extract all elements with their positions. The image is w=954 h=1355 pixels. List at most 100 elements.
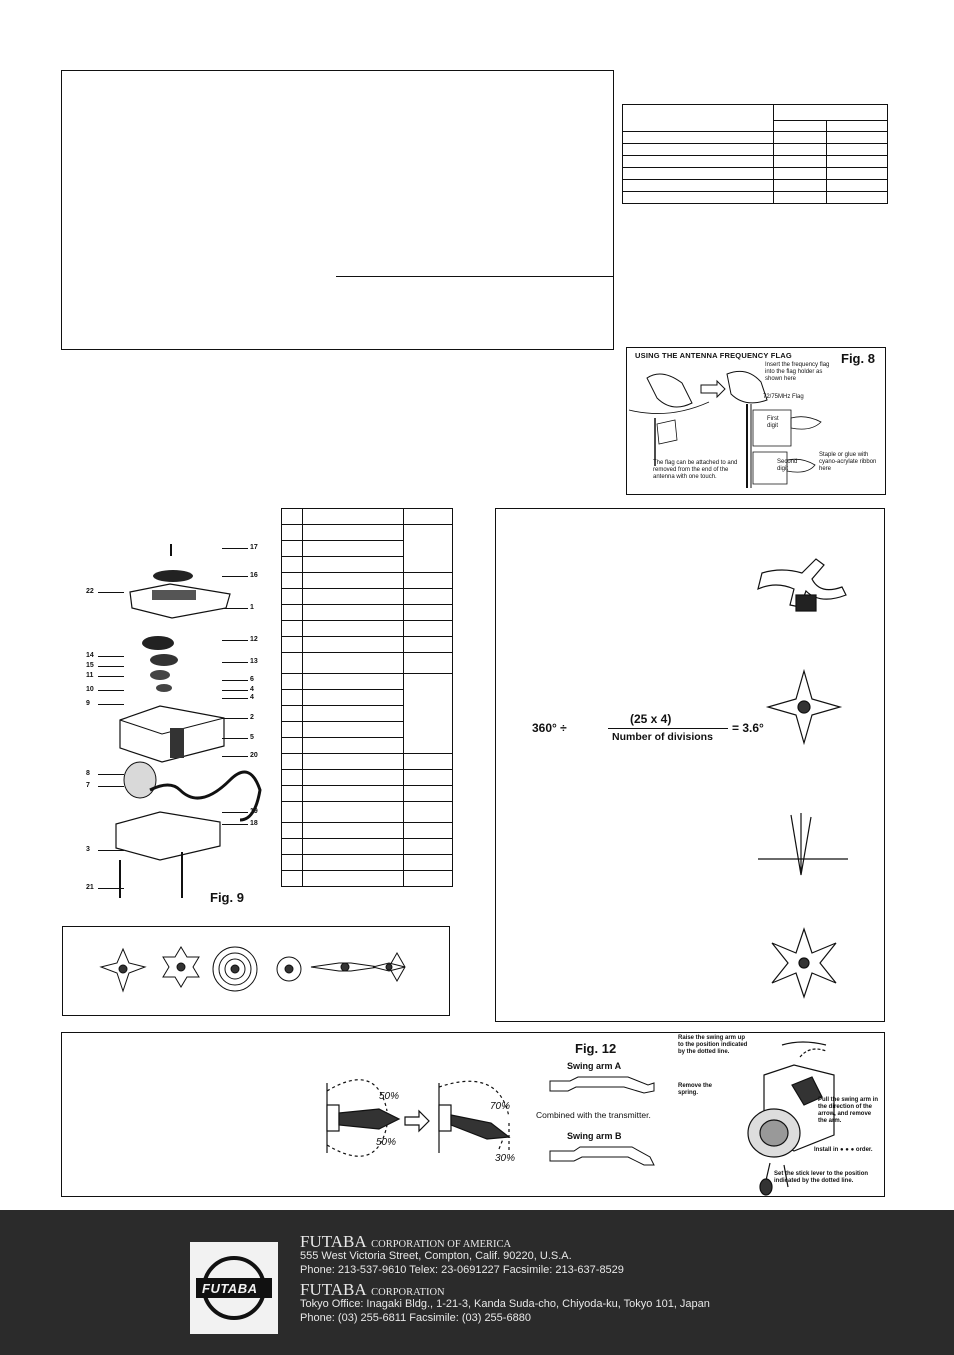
pull-note: Pull the swing arm in the direction of t…: [818, 1097, 879, 1124]
fig9-callout-number: 8: [86, 770, 90, 777]
futaba-logo-mark: [196, 1256, 272, 1320]
fig9-callout-number: 9: [86, 700, 90, 707]
install-order-bullets: ● ● ●: [840, 1147, 855, 1153]
fig8-flag-label: 72/75MHz Flag: [763, 394, 804, 400]
fig9-leader-line: [98, 656, 124, 657]
futaba-logo-text: FUTABA: [202, 1281, 258, 1296]
fig9-callout-number: 5: [250, 734, 254, 741]
fig9-leader-line: [222, 812, 248, 813]
parts-table: [281, 508, 453, 887]
company1-suffix: CORPORATION OF AMERICA: [371, 1239, 512, 1250]
fig9-leader-line: [98, 592, 124, 593]
stick-left-bottom: 50%: [376, 1137, 397, 1148]
stick-lever-drawing: [326, 1079, 511, 1157]
fig8-label: Fig. 8: [841, 351, 875, 366]
fig8-drawing: [628, 370, 822, 488]
fig9-leader-line: [98, 690, 124, 691]
frame-rule: [336, 276, 614, 277]
horn-adjustment-box: 360° ÷ (25 x 4) Number of divisions = 3.…: [495, 508, 885, 1022]
fig9-leader-line: [98, 786, 124, 787]
raise-note: Raise the swing arm up to the position i…: [678, 1035, 748, 1055]
fig9-callout-number: 7: [86, 782, 90, 789]
company1-name: FUTABA: [300, 1232, 367, 1251]
angle-formula: 360° ÷ (25 x 4) Number of divisions = 3.…: [532, 712, 764, 746]
install-order-text: order.: [855, 1147, 873, 1153]
fig9-callout-number: 4: [250, 686, 254, 693]
fig9-callout-number: 13: [250, 658, 258, 665]
fig9-drawing: [115, 544, 262, 898]
formula-lhs: 360° ÷: [532, 721, 567, 735]
swing-arm-a-icon: [549, 1076, 655, 1094]
fig8-heading: USING THE ANTENNA FREQUENCY FLAG: [635, 351, 792, 360]
fig9-leader-line: [222, 608, 248, 609]
fig9-leader-line: [222, 662, 248, 663]
gimbal-drawing: [747, 1041, 835, 1196]
fig9-leader-line: [98, 774, 124, 775]
fig8-insert-note: Insert the frequency flag into the flag …: [765, 362, 830, 382]
fig9-leader-line: [222, 680, 248, 681]
fig9-label: Fig. 9: [210, 890, 244, 905]
fig9-leader-line: [222, 690, 248, 691]
fig9-leader-line: [98, 666, 124, 667]
fig9-callout-number: 21: [86, 884, 94, 891]
formula-fraction-bar: [608, 728, 728, 729]
install-note-text: Install in: [814, 1147, 839, 1153]
fig9-leader-line: [98, 850, 124, 851]
horn-adjust-drawings: [757, 558, 848, 999]
remove-spring-note: Remove the spring.: [678, 1083, 713, 1096]
servo-horns-drawing: [99, 946, 406, 993]
fig9-leader-line: [222, 824, 248, 825]
fig9-leader-line: [222, 640, 248, 641]
fig9-callout-number: 12: [250, 636, 258, 643]
fig9-callout-number: 3: [86, 846, 90, 853]
futaba-logo: FUTABA: [190, 1242, 278, 1334]
swing-arm-b-label: Swing arm B: [567, 1131, 622, 1141]
swing-arm-a-label: Swing arm A: [567, 1061, 622, 1071]
fig9-callout-number: 19: [250, 808, 258, 815]
fig9-callout-number: 14: [86, 652, 94, 659]
company2-suffix: CORPORATION: [371, 1287, 445, 1298]
formula-numerator: (25 x 4): [630, 712, 672, 726]
company2-address: Tokyo Office: Inagaki Bldg., 1-21-3, Kan…: [300, 1298, 710, 1310]
formula-denominator: Number of divisions: [612, 731, 713, 743]
servo-horns-box: [62, 926, 450, 1016]
company2-line: FUTABA CORPORATION: [300, 1280, 445, 1300]
company2-name: FUTABA: [300, 1280, 367, 1299]
stick-right-bottom: 30%: [495, 1153, 516, 1164]
fig9-callout-number: 18: [250, 820, 258, 827]
fig9-leader-line: [98, 704, 124, 705]
fig9-leader-line: [98, 888, 124, 889]
formula-rhs: = 3.6°: [732, 721, 764, 735]
fig8-attach-note: The flag can be attached to and removed …: [653, 460, 738, 480]
set-lever-note: Set the stick lever to the position indi…: [774, 1171, 869, 1184]
fig8-antenna-flag: USING THE ANTENNA FREQUENCY FLAG Fig. 8 …: [626, 347, 886, 495]
install-note: Install in ● ● ● order.: [814, 1147, 884, 1154]
fig9-callout-number: 6: [250, 676, 254, 683]
fig9-callout-number: 1: [250, 604, 254, 611]
fig8-staple-note: Staple or glue with cyano-acrylate ribbo…: [819, 452, 877, 472]
stick-left-top: 50%: [379, 1091, 400, 1102]
fig9-leader-line: [222, 718, 248, 719]
company1-address: 555 West Victoria Street, Compton, Calif…: [300, 1250, 572, 1262]
fig9-leader-line: [98, 676, 124, 677]
fig8-first-digit: First digit: [767, 416, 779, 429]
fig9-callout-number: 16: [250, 572, 258, 579]
fig9-leader-line: [222, 756, 248, 757]
fig9-leader-line: [222, 548, 248, 549]
fig9-callout-number: 4: [250, 694, 254, 701]
fig9-callout-number: 22: [86, 588, 94, 595]
fig9-callout-number: 17: [250, 544, 258, 551]
stick-right-top: 70%: [490, 1101, 511, 1112]
fig9-leader-line: [222, 576, 248, 577]
fig9-callout-number: 15: [86, 662, 94, 669]
fig9-leader-line: [222, 698, 248, 699]
company2-phone: Phone: (03) 255-6811 Facsimile: (03) 255…: [300, 1312, 531, 1324]
fig9-callout-number: 20: [250, 752, 258, 759]
swing-arm-b-icon: [549, 1146, 655, 1166]
fig9-callout-number: 10: [86, 686, 94, 693]
company1-line: FUTABA CORPORATION OF AMERICA: [300, 1232, 511, 1252]
company1-phone: Phone: 213-537-9610 Telex: 23-0691227 Fa…: [300, 1264, 624, 1276]
fig9-callout-number: 2: [250, 714, 254, 721]
fig12-label: Fig. 12: [575, 1041, 617, 1056]
